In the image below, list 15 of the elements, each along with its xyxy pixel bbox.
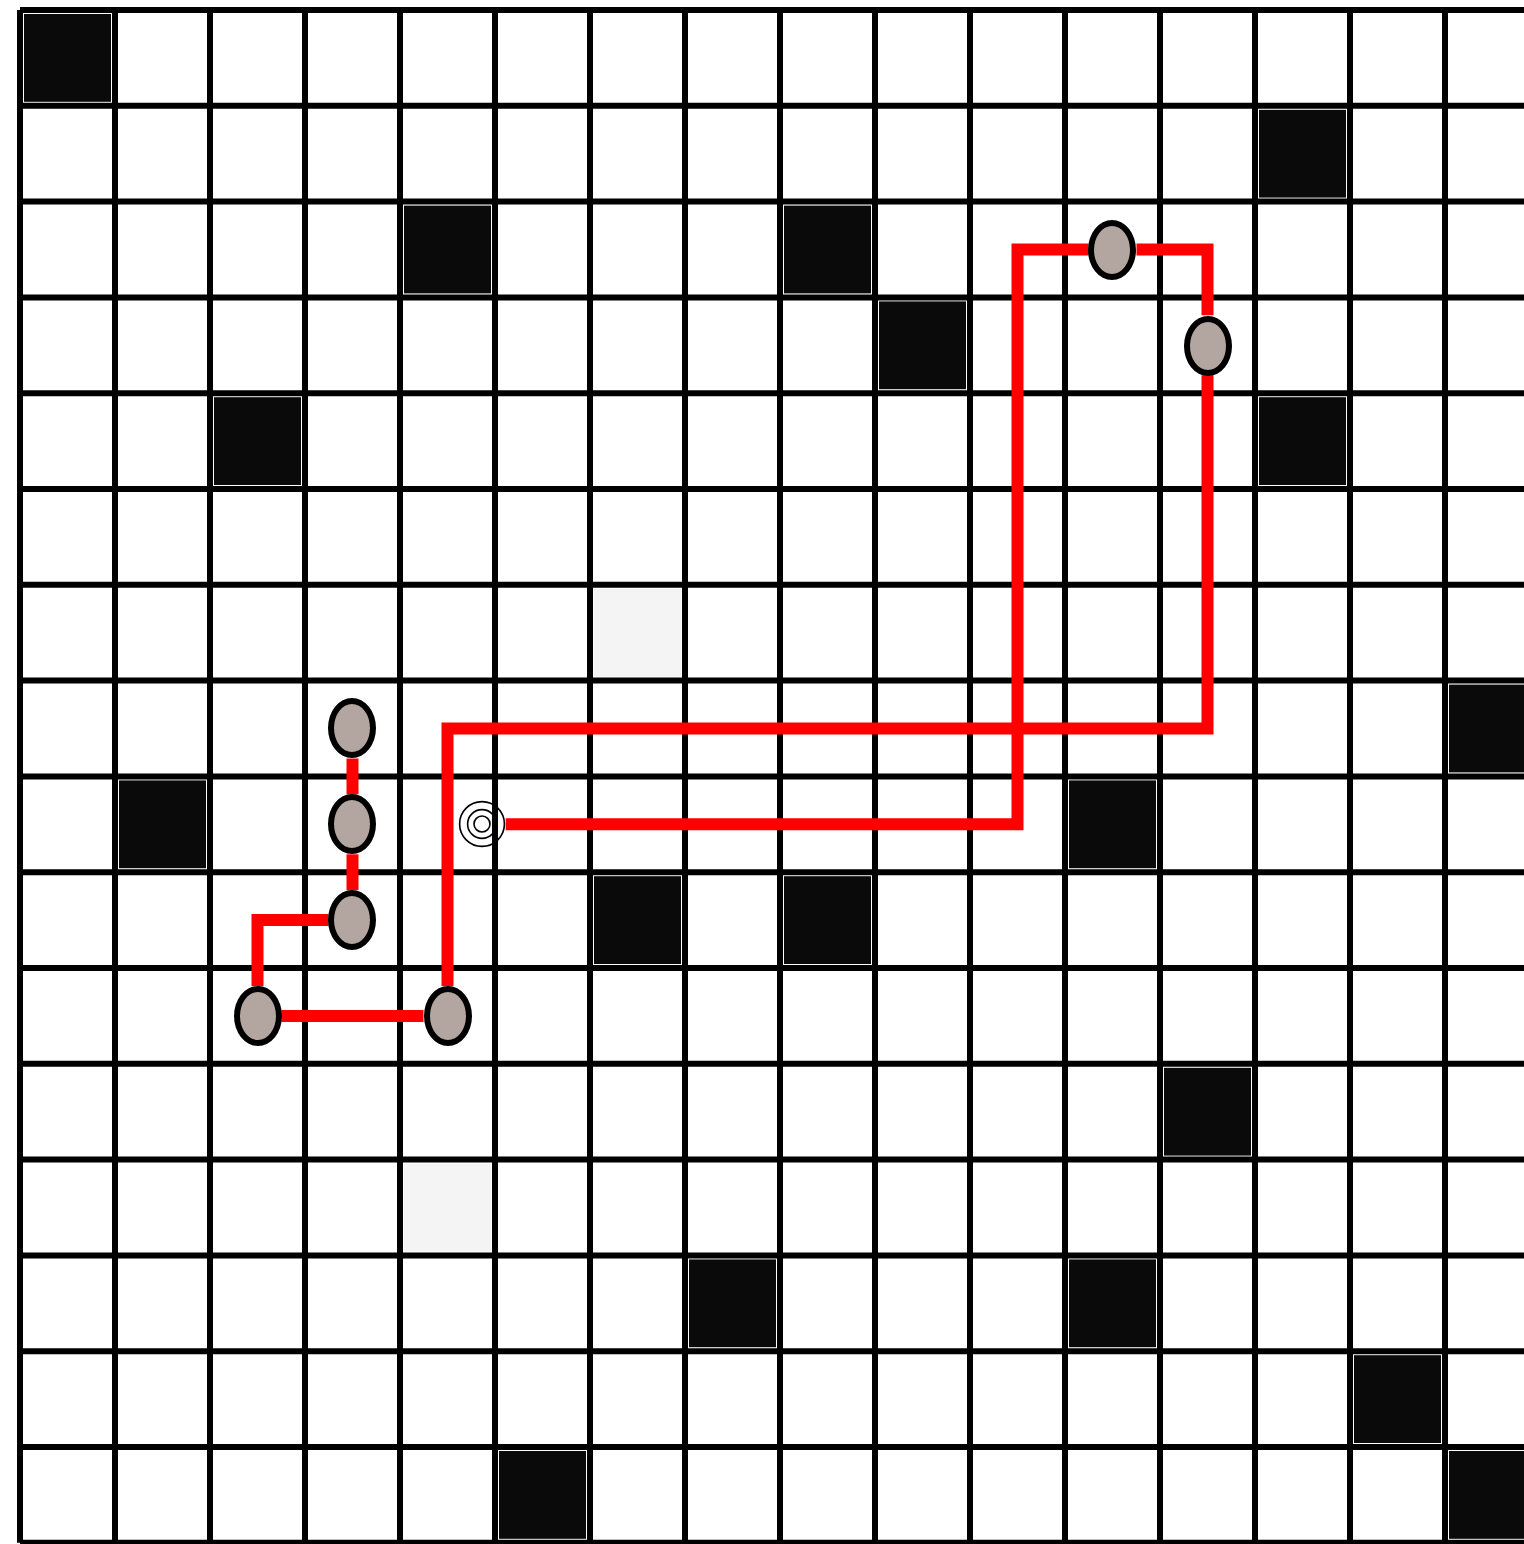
waypoint-oval xyxy=(1183,315,1232,376)
waypoint-oval xyxy=(328,890,377,951)
route-line xyxy=(281,1009,424,1022)
route-line xyxy=(505,243,1089,831)
route-line xyxy=(251,914,329,986)
target-icon xyxy=(457,800,506,849)
route-line xyxy=(1136,243,1214,316)
route-line xyxy=(346,758,359,795)
waypoint-oval xyxy=(328,698,377,759)
waypoint-oval xyxy=(1088,219,1137,280)
waypoint-oval xyxy=(328,794,377,855)
waypoint-oval xyxy=(423,985,472,1046)
waypoint-oval xyxy=(233,985,282,1046)
route-line xyxy=(441,375,1214,986)
route-line xyxy=(346,854,359,891)
